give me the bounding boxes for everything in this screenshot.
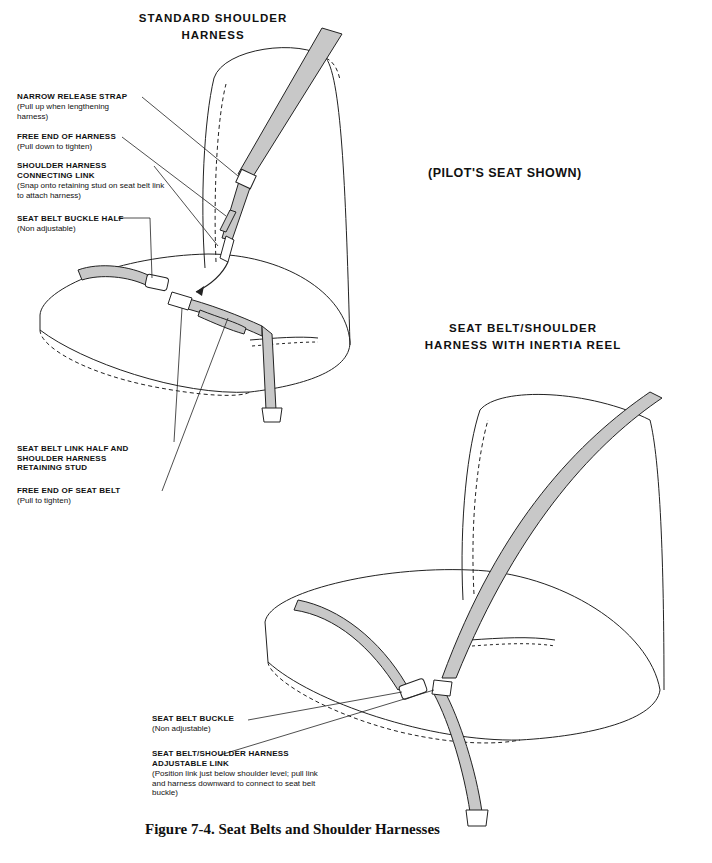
part-note: (Non adjustable) [17, 224, 137, 234]
part-name: SEAT BELT/SHOULDER HARNESS ADJUSTABLE LI… [152, 749, 302, 768]
part-name: FREE END OF SEAT BELT [17, 486, 167, 496]
part-name: SEAT BELT BUCKLE HALF [17, 214, 127, 224]
part-name: SEAT BELT BUCKLE [152, 714, 262, 724]
part-note: (Pull to tighten) [17, 496, 157, 506]
section-heading: STANDARD SHOULDER HARNESS [133, 10, 293, 43]
section-heading: SEAT BELT/SHOULDER HARNESS WITH INERTIA … [418, 320, 628, 353]
view-note: (PILOT'S SEAT SHOWN) [428, 166, 658, 181]
part-name: FREE END OF HARNESS [17, 132, 157, 142]
part-name: SHOULDER HARNESS CONNECTING LINK [17, 161, 129, 180]
part-note: (Pull down to tighten) [17, 142, 157, 152]
part-name: SEAT BELT LINK HALF AND SHOULDER HARNESS… [17, 444, 149, 473]
part-note: (Non adjustable) [152, 724, 262, 734]
part-name: NARROW RELEASE STRAP [17, 92, 157, 102]
part-note: (Snap onto retaining stud on seat belt l… [17, 181, 167, 200]
figure-caption: Figure 7-4. Seat Belts and Shoulder Harn… [145, 820, 595, 838]
part-note: (Position link just below shoulder level… [152, 769, 320, 798]
part-note: (Pull up when lengthening harness) [17, 102, 135, 121]
